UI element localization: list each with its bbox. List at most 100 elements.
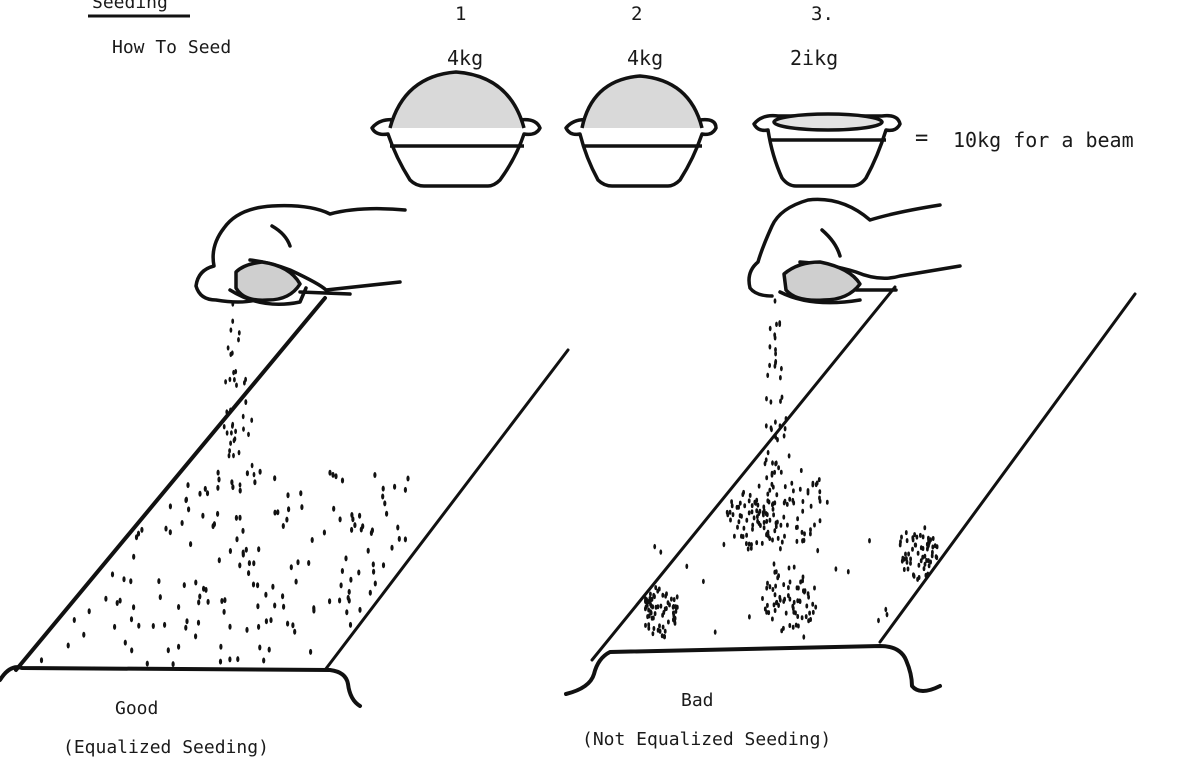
seed — [238, 515, 241, 521]
seed — [805, 614, 808, 619]
seed — [751, 509, 754, 514]
seed — [40, 657, 43, 663]
seed — [238, 562, 241, 568]
seed — [772, 485, 775, 490]
seed — [912, 572, 915, 577]
seed — [776, 437, 779, 442]
seed — [132, 554, 135, 560]
seed — [229, 377, 232, 382]
seed — [672, 617, 675, 622]
seed — [745, 541, 748, 546]
seed — [782, 582, 785, 587]
seed — [183, 582, 186, 588]
seed — [781, 540, 784, 545]
seed — [753, 515, 756, 520]
seed — [911, 535, 914, 540]
seed — [916, 535, 919, 540]
seed — [186, 482, 189, 488]
seed — [765, 457, 768, 462]
seed — [232, 453, 235, 458]
seed — [935, 555, 938, 560]
seed — [911, 547, 914, 552]
seed — [189, 541, 192, 547]
seed — [295, 579, 298, 585]
seed — [140, 527, 143, 533]
seed — [914, 543, 917, 548]
seed — [799, 487, 802, 492]
seed — [751, 523, 754, 528]
seed — [252, 560, 255, 566]
seed — [766, 373, 769, 378]
seed — [250, 418, 253, 423]
seed — [216, 485, 219, 491]
seed — [73, 617, 76, 623]
seed — [906, 538, 909, 543]
seed — [646, 614, 649, 619]
seed — [802, 575, 805, 580]
seed — [783, 534, 786, 539]
seed — [259, 469, 262, 475]
seed — [307, 560, 310, 566]
seed — [786, 523, 789, 528]
seed — [232, 370, 235, 375]
seedbed-bad — [566, 287, 1135, 694]
seed — [812, 610, 815, 615]
seed — [244, 400, 247, 405]
seed — [802, 634, 805, 639]
seed — [404, 536, 407, 542]
seed — [802, 499, 805, 504]
seed — [777, 465, 780, 470]
seed — [779, 375, 782, 380]
seed — [228, 624, 231, 630]
seed — [226, 430, 229, 435]
seed — [328, 598, 331, 604]
seed — [780, 366, 783, 371]
seed — [748, 510, 751, 515]
seed — [673, 597, 676, 602]
seed — [922, 546, 925, 551]
seed — [357, 570, 360, 576]
seed — [229, 352, 232, 357]
seed — [811, 602, 814, 607]
seed — [245, 627, 248, 633]
seed — [238, 450, 241, 455]
seed — [819, 499, 822, 504]
seed — [769, 326, 772, 331]
seed — [217, 477, 220, 483]
bad-label: Bad — [681, 692, 714, 710]
seed — [257, 546, 260, 552]
seed — [773, 332, 776, 337]
seed — [764, 607, 767, 612]
diagram-subtitle: How To Seed — [112, 39, 231, 57]
seed — [748, 614, 751, 619]
bowl-1 — [372, 72, 540, 186]
seed — [777, 536, 780, 541]
seed — [907, 567, 910, 572]
seed — [769, 344, 772, 349]
seed — [766, 532, 769, 537]
seed — [761, 596, 764, 601]
seed — [750, 542, 753, 547]
seed — [931, 553, 934, 558]
seed — [206, 490, 209, 496]
seed — [670, 597, 673, 602]
good-label: Good — [115, 700, 158, 718]
seed — [113, 624, 116, 630]
seed — [235, 383, 238, 388]
seed — [241, 528, 244, 534]
seed — [766, 603, 769, 608]
seed — [884, 607, 887, 612]
seed — [234, 429, 237, 434]
seed — [818, 489, 821, 494]
seed — [793, 565, 796, 570]
seed — [783, 433, 786, 438]
seed — [664, 629, 667, 634]
seed — [792, 625, 795, 630]
seed — [385, 511, 388, 517]
seed — [334, 473, 337, 479]
seed — [169, 529, 172, 535]
seed — [907, 552, 910, 557]
seed — [328, 470, 331, 476]
seed — [672, 611, 675, 616]
seed — [256, 582, 259, 588]
